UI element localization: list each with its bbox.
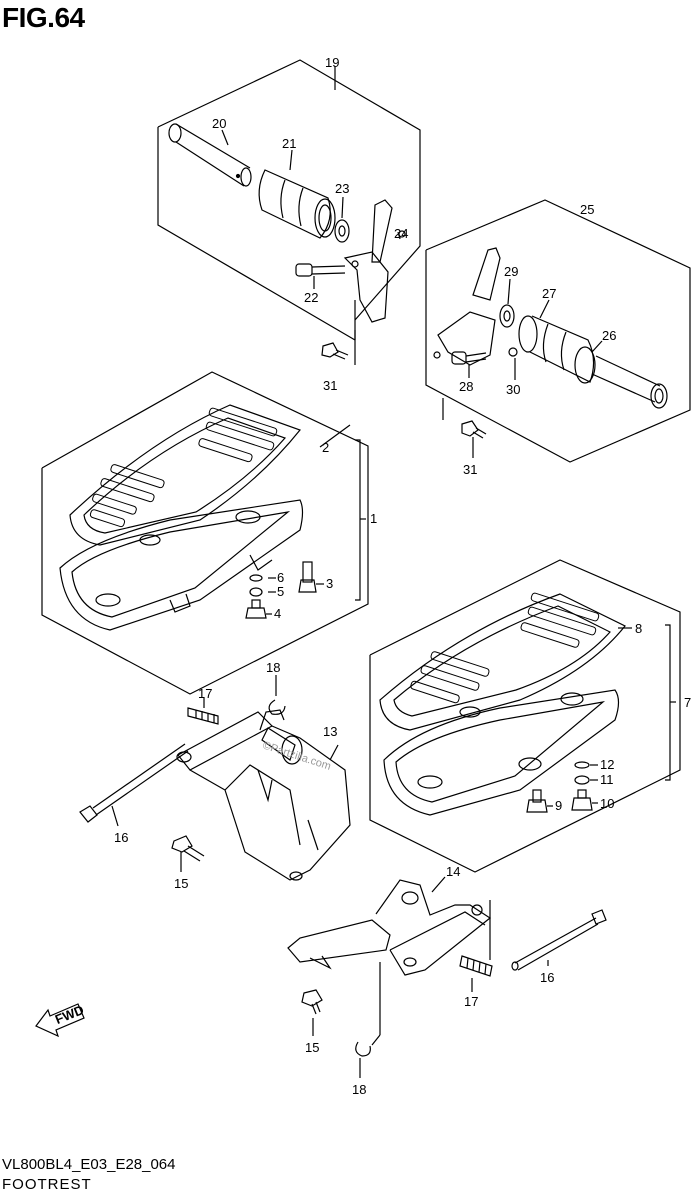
footrest-pin-left <box>168 123 252 187</box>
long-bolt-16-right <box>511 909 607 971</box>
callout-19: 19 <box>325 55 339 70</box>
washer-6 <box>249 574 263 582</box>
callout-13: 13 <box>323 724 337 739</box>
footrest-rubber-left <box>258 169 336 239</box>
bolt-15-left <box>171 835 205 872</box>
figure-name: FOOTREST <box>2 1176 92 1193</box>
nut-11 <box>574 775 590 785</box>
bolt-22 <box>295 263 346 277</box>
callout-18-upper: 18 <box>266 660 280 675</box>
washer-29 <box>499 304 515 328</box>
callout-5: 5 <box>277 584 284 599</box>
callout-6: 6 <box>277 570 284 585</box>
callout-7: 7 <box>684 695 691 710</box>
bolt-3 <box>298 561 317 593</box>
forward-direction-arrow <box>35 1003 85 1038</box>
callout-17-lower: 17 <box>464 994 478 1009</box>
washer-23 <box>334 219 350 243</box>
floorboard-bracket-left <box>176 709 351 881</box>
callout-18-lower: 18 <box>352 1082 366 1097</box>
callout-31-upper: 31 <box>323 378 337 393</box>
rider-floorboard-left-group <box>41 371 369 695</box>
callout-27: 27 <box>542 286 556 301</box>
callout-15-left: 15 <box>174 876 188 891</box>
floorboard-base-right <box>383 689 620 816</box>
callout-8: 8 <box>635 621 642 636</box>
nut-30 <box>508 347 518 357</box>
callout-16-left: 16 <box>114 830 128 845</box>
nut-5 <box>249 587 263 597</box>
figure-title: FIG.64 <box>2 2 85 33</box>
callout-3: 3 <box>326 576 333 591</box>
callout-31-lower: 31 <box>463 462 477 477</box>
callout-30: 30 <box>506 382 520 397</box>
callout-10: 10 <box>600 796 614 811</box>
circlip-18-upper <box>268 699 286 715</box>
bolt-10 <box>571 789 593 811</box>
bolt-4 <box>245 599 267 619</box>
callout-4: 4 <box>274 606 281 621</box>
circlip-18-lower <box>355 1041 371 1057</box>
callout-17-upper: 17 <box>198 686 212 701</box>
long-bolt-16-left <box>79 743 189 827</box>
callout-9: 9 <box>555 798 562 813</box>
floorboard-bracket-right <box>287 876 492 1035</box>
callout-26: 26 <box>602 328 616 343</box>
washer-12 <box>574 761 590 769</box>
callout-15-right: 15 <box>305 1040 319 1055</box>
callout-labels: 19 20 21 23 24 22 31 25 29 27 26 28 30 3… <box>114 55 691 1097</box>
callout-12: 12 <box>600 757 614 772</box>
callout-28: 28 <box>459 379 473 394</box>
floorboard-rubber-right <box>379 592 626 731</box>
callout-29: 29 <box>504 264 518 279</box>
callout-21: 21 <box>282 136 296 151</box>
floorboard-rubber-left <box>69 404 301 546</box>
callout-25: 25 <box>580 202 594 217</box>
bolt-9 <box>526 789 548 813</box>
callout-11: 11 <box>600 772 614 787</box>
spring-17-lower <box>459 955 493 992</box>
passenger-footrest-right-group <box>425 199 691 463</box>
bolt-31-upper-left <box>321 330 356 365</box>
callout-20: 20 <box>212 116 226 131</box>
spring-17-upper <box>187 698 219 725</box>
callout-24: 24 <box>394 226 408 241</box>
watermark: ©Partzilla.com <box>261 739 332 772</box>
callout-1: 1 <box>370 511 377 526</box>
bolt-31-lower-right <box>461 420 487 458</box>
bolt-15-right <box>301 989 323 1036</box>
callout-23: 23 <box>335 181 349 196</box>
rider-floorboard-right-group <box>369 559 681 873</box>
footrest-bracket-left <box>343 199 406 323</box>
callout-16-right: 16 <box>540 970 554 985</box>
callout-22: 22 <box>304 290 318 305</box>
footrest-rubber-right <box>518 315 596 384</box>
callout-14: 14 <box>446 864 460 879</box>
callout-2: 2 <box>322 440 329 455</box>
footrest-pin-right <box>591 355 668 409</box>
figure-code: VL800BL4_E03_E28_064 <box>2 1156 176 1173</box>
bolt-28 <box>451 351 487 365</box>
floorboard-base-left <box>59 499 304 631</box>
passenger-footrest-left-group <box>157 59 421 341</box>
